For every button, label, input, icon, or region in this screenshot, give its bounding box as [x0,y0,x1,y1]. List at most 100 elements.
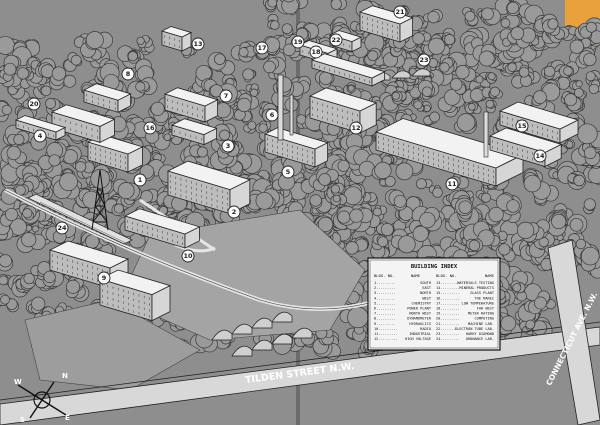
index-row-name: RADIO [420,327,431,331]
tree-clump [74,161,95,179]
tree-clump [464,102,482,115]
building-marker-17[interactable]: 17 [255,41,269,55]
building-marker-12[interactable]: 12 [349,121,363,135]
index-row-name: DYNAMOMETER [407,317,432,321]
index-row-number: 7......... [374,312,396,316]
quonset-hut [391,70,411,79]
building-marker-number: 5 [286,168,291,176]
tree-clump [494,0,522,17]
building-marker-20[interactable]: 20 [27,97,41,111]
building-marker-13[interactable]: 13 [191,37,205,51]
tree-clump [541,65,556,80]
building-marker-15[interactable]: 15 [515,119,529,133]
tree-clump [519,319,536,334]
building-marker-number: 9 [102,274,107,282]
index-row-number: 2......... [374,286,396,290]
tree-clump [255,188,285,210]
tree-clump [242,68,257,83]
index-row-right: 22.........ELECTRON TUBE LAB. [436,327,494,331]
index-row-number: 18......... [436,307,460,311]
building-marker-3[interactable]: 3 [221,139,235,153]
tree-clump [495,192,522,216]
building-marker-7[interactable]: 7 [219,89,233,103]
index-row-name: HARRY DIAMOND [466,332,494,336]
building-materials [160,26,193,52]
index-row-left: 3.........NORTH [374,291,431,295]
tree-clump [339,306,369,329]
tree-clump [195,64,213,88]
tree-clump [18,203,37,221]
building-marker-14[interactable]: 14 [533,149,547,163]
compass-w: W [14,378,22,386]
building-marker-16[interactable]: 16 [143,121,157,135]
tree-clump [0,100,12,123]
index-row-left: 9.........HYDRAULICS [374,322,431,326]
index-row-left: 11.........INDUSTRIAL [374,332,431,336]
tree-clump [111,203,125,217]
building-marker-23[interactable]: 23 [417,53,431,67]
index-row-number: 14......... [436,286,460,290]
tree-clump [65,276,84,294]
connecticut-ave [547,239,600,425]
tree-clump [236,93,259,113]
index-row-right: 18.........FAR WEST [436,307,495,311]
index-row-number: 19......... [436,312,460,316]
index-row-number: 16......... [436,296,460,300]
building-marker-11[interactable]: 11 [445,177,459,191]
building-marker-4[interactable]: 4 [33,129,47,143]
tree-clump [441,27,456,46]
tree-clump [417,79,440,98]
index-row-number: 24......... [436,337,460,341]
tree-clump [485,99,497,114]
building-marker-6[interactable]: 6 [265,108,279,122]
tree-clump [580,246,600,272]
index-row-number: 1......... [374,281,396,285]
quonset-hut [291,327,313,339]
index-row-left: 5.........CHEMISTRY [374,301,432,305]
building-hydraulics [48,240,130,289]
tree-clump [20,272,42,291]
tree-clump [13,184,29,196]
building-marker-22[interactable]: 22 [329,33,343,47]
building-marker-10[interactable]: 10 [181,249,195,263]
tree-clump [51,172,80,200]
building-marker-number: 17 [257,44,266,52]
tree-clump [513,60,530,78]
tree-clump [330,194,348,206]
index-row-number: 21......... [436,322,460,326]
tree-clump [567,173,585,187]
index-row-right: 14.........MINERAL PRODUCTS [436,286,494,290]
tree-clump [330,182,346,197]
tree-clump [238,45,257,58]
tree-clump [524,90,548,111]
building-marker-2[interactable]: 2 [227,205,241,219]
building-marker-8[interactable]: 8 [121,67,135,81]
index-header-left-no: BLDG. NO. [374,273,395,278]
building-marker-18[interactable]: 18 [309,45,323,59]
tree-clump [134,58,155,83]
tree-clump [112,178,142,201]
building-marker-9[interactable]: 9 [97,271,111,285]
building-marker-19[interactable]: 19 [291,35,305,49]
building-marker-5[interactable]: 5 [281,165,295,179]
index-row-right: 19.........METER RATING [436,312,494,316]
tree-clump [345,236,368,255]
tree-clump [319,117,343,143]
building-marker-1[interactable]: 1 [133,173,147,187]
building-marker-number: 19 [293,38,303,46]
tree-clump [428,185,443,198]
tree-clump [151,150,166,164]
building-east [166,160,251,215]
tree-clump [409,220,429,242]
index-row-name: LOW TEMPERATURE [462,301,494,305]
building-index-title: BUILDING INDEX [411,264,458,270]
building-marker-21[interactable]: 21 [393,5,407,19]
tree-clump [349,206,374,224]
building-northwest [163,87,219,123]
tree-clump [231,108,253,124]
index-row-left: 7.........NORTH WEST [374,312,432,316]
index-row-number: 15......... [436,291,460,295]
building-marker-24[interactable]: 24 [55,221,69,235]
tree-clump [485,206,504,227]
building-marker-number: 8 [126,70,131,78]
